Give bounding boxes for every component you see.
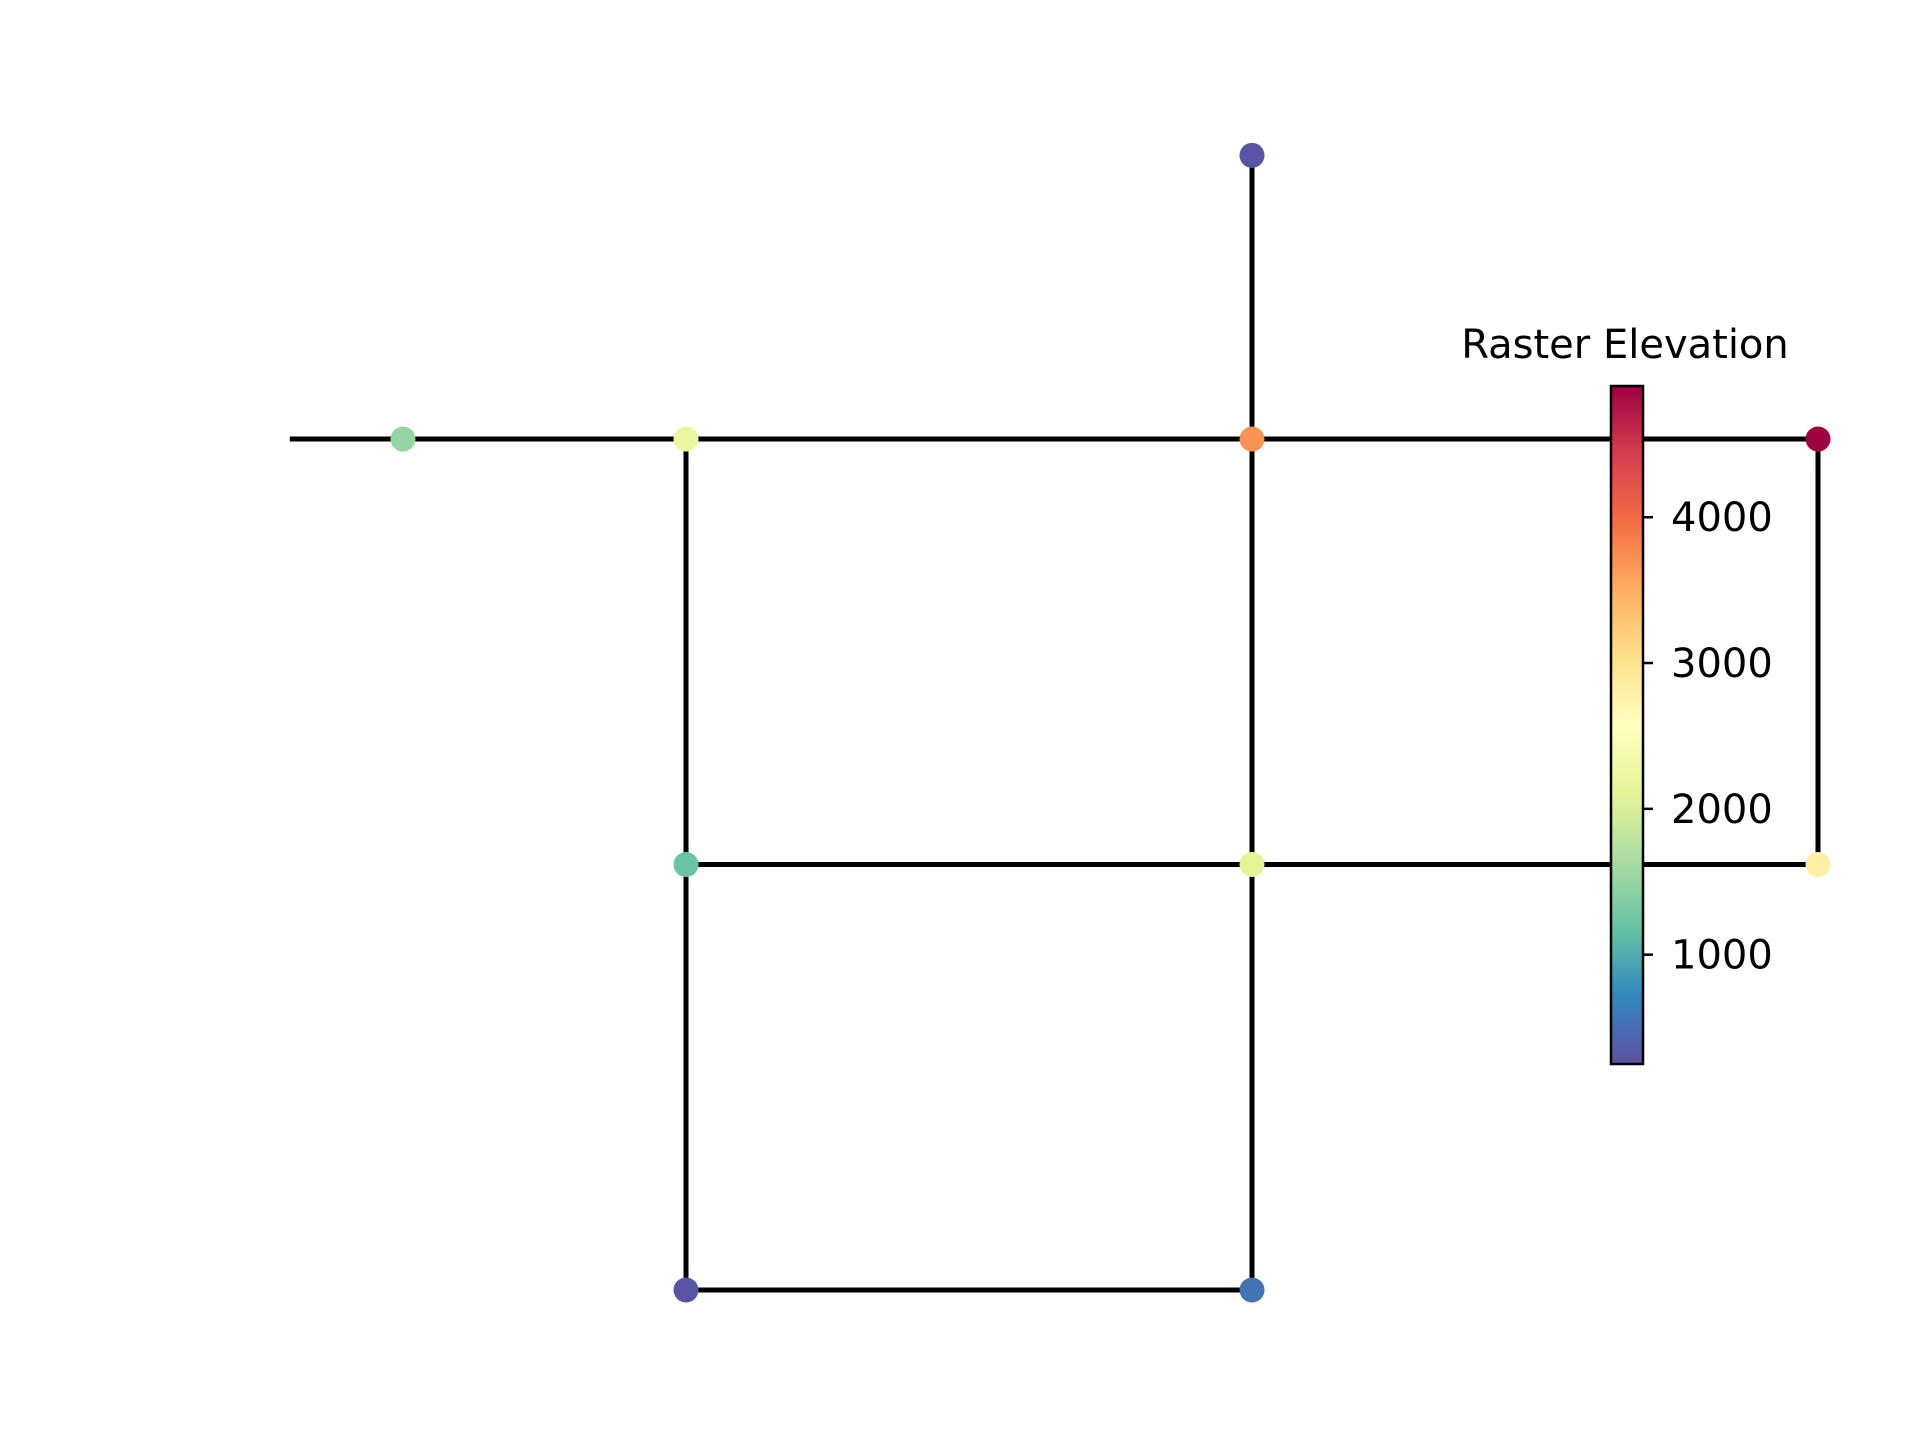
network-edges	[289, 155, 1821, 1293]
network-node	[673, 426, 699, 452]
network-node	[390, 426, 416, 452]
network-node	[1239, 1277, 1265, 1303]
colorbar-tick-label: 3000	[1671, 641, 1773, 687]
colorbar: Raster Elevation 1000 2000 3000 4000	[1461, 322, 1789, 1066]
colorbar-tick-label: 1000	[1671, 933, 1773, 979]
network-node	[673, 852, 699, 878]
colorbar-tick-label: 4000	[1671, 495, 1773, 541]
colorbar-label: Raster Elevation	[1461, 322, 1789, 368]
network-node	[1239, 142, 1265, 168]
colorbar-tick-label: 2000	[1671, 787, 1773, 833]
network-node	[1805, 426, 1831, 452]
network-node	[1805, 852, 1831, 878]
network-nodes	[390, 142, 1831, 1303]
network-node	[673, 1277, 699, 1303]
network-node	[1239, 852, 1265, 878]
colorbar-gradient	[1609, 384, 1645, 1066]
colorbar-ticks: 1000 2000 3000 4000	[1643, 495, 1773, 979]
network-node	[1239, 426, 1265, 452]
